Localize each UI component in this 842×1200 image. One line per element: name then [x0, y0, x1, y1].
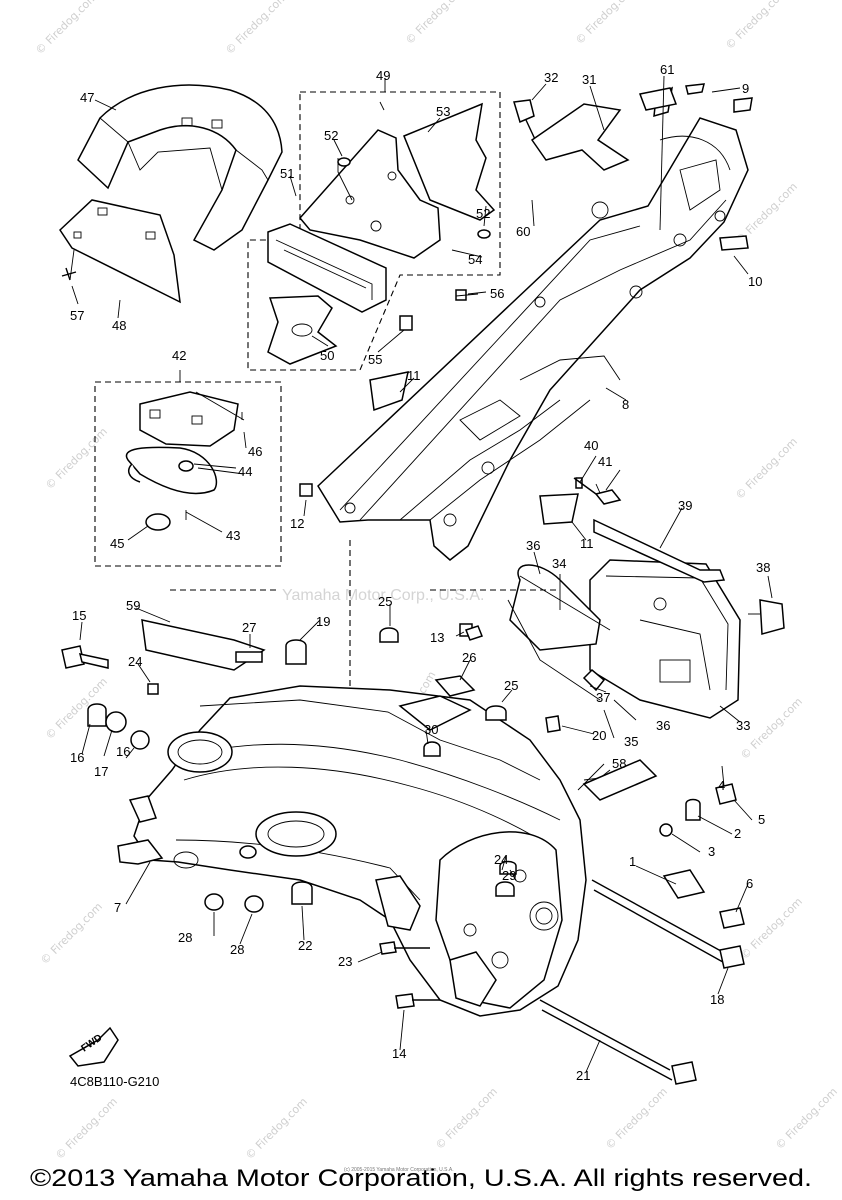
- callout-label: 46: [248, 444, 262, 459]
- fine-print: (c) 2005-2015 Yamaha Motor Corporation, …: [344, 1167, 454, 1173]
- callout-label: 53: [436, 104, 450, 119]
- callout-label: 17: [94, 764, 108, 779]
- main-frame: [117, 540, 658, 1017]
- copyright-notice: ©2013 Yamaha Motor Corporation, U.S.A. A…: [30, 1165, 812, 1192]
- callout-label: 50: [320, 348, 334, 363]
- watermark: © Firedog.com: [33, 0, 100, 57]
- callout-label: 35: [624, 734, 638, 749]
- callout-label: 12: [290, 516, 304, 531]
- callout-label: 47: [80, 90, 94, 105]
- callout-label: 49: [376, 68, 390, 83]
- callout-label: 4: [718, 778, 725, 793]
- callout-label: 21: [576, 1068, 590, 1083]
- callout-label: 7: [114, 900, 121, 915]
- callout-label: 30: [424, 722, 438, 737]
- callout-label: 8: [622, 397, 629, 412]
- callout-label: 9: [742, 81, 749, 96]
- callout-label: 48: [112, 318, 126, 333]
- callout-label: 41: [598, 454, 612, 469]
- leader-lines: [71, 75, 773, 1073]
- callout-label: 27: [242, 620, 256, 635]
- callout-label: 26: [462, 650, 476, 665]
- callout-label: 33: [736, 718, 750, 733]
- callout-label: 59: [126, 598, 140, 613]
- callout-label: 36: [526, 538, 540, 553]
- callout-label: 36: [656, 718, 670, 733]
- callout-label: 38: [756, 560, 770, 575]
- callout-label: 34: [552, 556, 566, 571]
- callout-label: 14: [392, 1046, 406, 1061]
- seat-cowl-group: [59, 84, 283, 304]
- callout-label: 19: [316, 614, 330, 629]
- callout-label: 22: [298, 938, 312, 953]
- callout-label: 37: [596, 690, 610, 705]
- callout-label: 52: [476, 206, 490, 221]
- callout-label: 25: [378, 594, 392, 609]
- callout-label: 39: [678, 498, 692, 513]
- callout-label: 51: [280, 166, 294, 181]
- callout-label: 20: [592, 728, 606, 743]
- callout-label: 55: [368, 352, 382, 367]
- callout-label: 45: [110, 536, 124, 551]
- callout-label: 23: [338, 954, 352, 969]
- callout-label: 15: [72, 608, 86, 623]
- callout-label: 25: [504, 678, 518, 693]
- callout-label: 28: [178, 930, 192, 945]
- battery-box-group: [459, 477, 785, 719]
- callout-label: 54: [468, 252, 482, 267]
- callout-label: 1: [629, 854, 636, 869]
- callout-label: 57: [70, 308, 84, 323]
- callout-numbers: 1 2 3 4 5 6 7 8 9 10 11 11 12 13 14 15 1…: [70, 62, 770, 1083]
- callout-label: 11: [407, 368, 421, 383]
- callout-label: 61: [660, 62, 674, 77]
- callout-label: 5: [758, 812, 765, 827]
- callout-label: 2: [734, 826, 741, 841]
- watermark: © Firedog.com: [773, 1085, 840, 1152]
- watermark-center: Yamaha Motor Corp., U.S.A.: [282, 587, 484, 604]
- callout-label: 11: [580, 536, 594, 551]
- callout-label: 56: [490, 286, 504, 301]
- callout-label: 42: [172, 348, 186, 363]
- diagram-code: 4C8B110-G210: [70, 1074, 159, 1089]
- watermark: © Firedog.com: [733, 435, 800, 502]
- watermark: © Firedog.com: [403, 0, 470, 47]
- callout-label: 3: [708, 844, 715, 859]
- fasteners: FWD: [61, 625, 745, 1085]
- callout-label: 28: [230, 942, 244, 957]
- watermark: © Firedog.com: [603, 1085, 670, 1152]
- box-42-group: [94, 370, 282, 567]
- callout-label: 43: [226, 528, 240, 543]
- callout-label: 58: [612, 756, 626, 771]
- watermark: © Firedog.com: [223, 0, 290, 57]
- callout-label: 60: [516, 224, 530, 239]
- callout-label: 13: [430, 630, 444, 645]
- callout-label: 31: [582, 72, 596, 87]
- watermark: © Firedog.com: [43, 425, 110, 492]
- callout-label: 10: [748, 274, 762, 289]
- box-49-group: [247, 78, 501, 371]
- callout-label: 29: [502, 868, 516, 883]
- callout-label: 32: [544, 70, 558, 85]
- watermark: © Firedog.com: [433, 1085, 500, 1152]
- watermark: © Firedog.com: [38, 900, 105, 967]
- callout-label: 52: [324, 128, 338, 143]
- callout-label: 24: [494, 852, 508, 867]
- callout-label: 16: [70, 750, 84, 765]
- rear-subframe: [299, 83, 753, 561]
- callout-label: 24: [128, 654, 142, 669]
- watermark: © Firedog.com: [723, 0, 790, 52]
- callout-label: 16: [116, 744, 130, 759]
- callout-label: 40: [584, 438, 598, 453]
- watermark: © Firedog.com: [573, 0, 640, 47]
- callout-label: 6: [746, 876, 753, 891]
- callout-label: 44: [238, 464, 252, 479]
- watermark: © Firedog.com: [53, 1095, 120, 1162]
- watermark: © Firedog.com: [738, 895, 805, 962]
- watermark: © Firedog.com: [243, 1095, 310, 1162]
- callout-label: 18: [710, 992, 724, 1007]
